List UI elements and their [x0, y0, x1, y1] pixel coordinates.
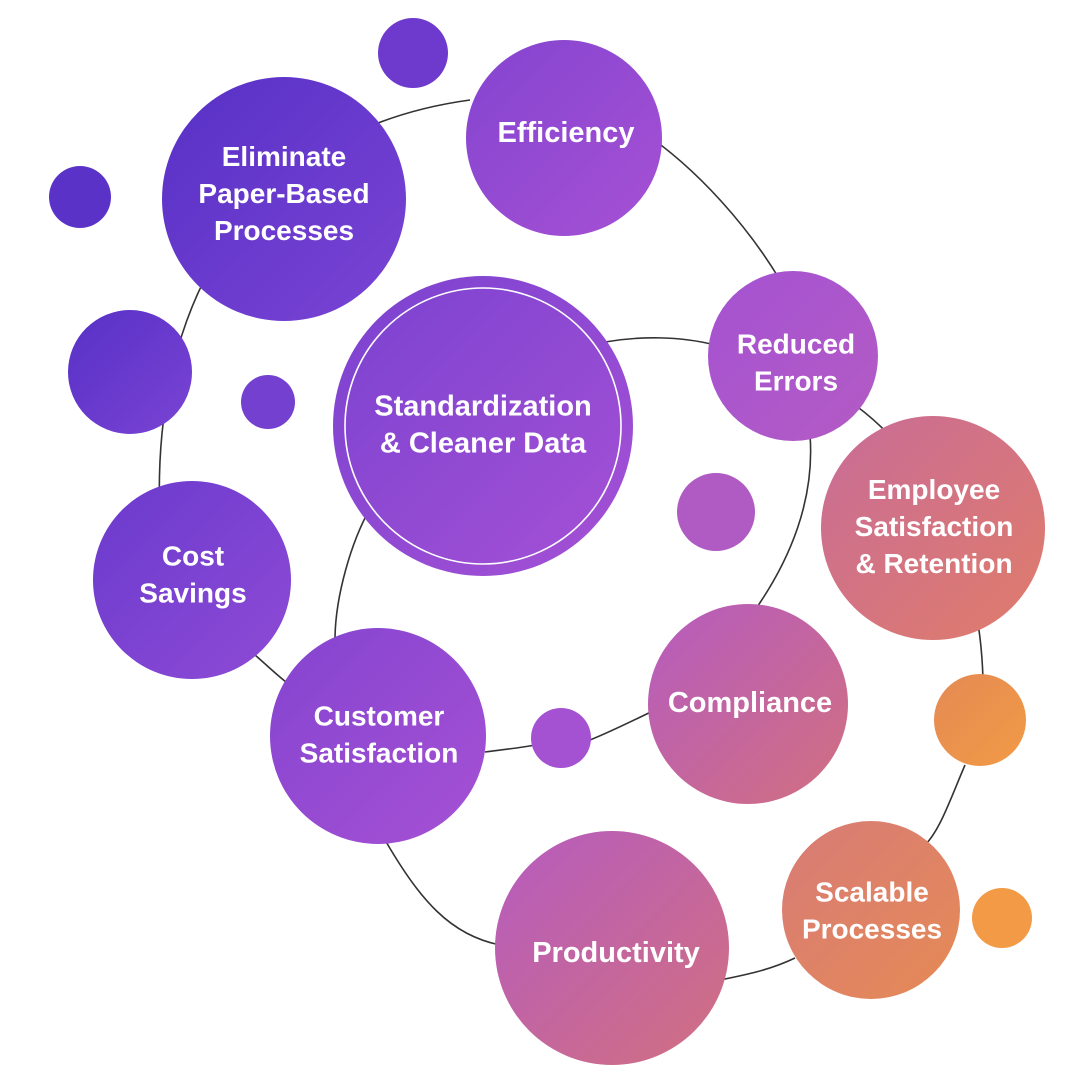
decorative-dot — [49, 166, 111, 228]
node-circle — [93, 481, 291, 679]
connector-line — [589, 709, 656, 741]
label-line: Scalable — [815, 877, 929, 908]
node-label-compliance: Compliance — [668, 687, 832, 719]
label-line: Eliminate — [222, 141, 346, 172]
connector-line — [384, 839, 501, 946]
label-line: Compliance — [668, 687, 832, 719]
node-circle — [648, 604, 848, 804]
decorative-dots — [49, 18, 1032, 948]
connector-line — [719, 957, 796, 981]
node-circle — [162, 77, 406, 321]
label-line: Paper-Based — [198, 178, 369, 209]
decorative-dot — [378, 18, 448, 88]
node-circle — [270, 628, 486, 844]
decorative-dot — [68, 310, 192, 434]
node-circle — [821, 416, 1045, 640]
node-label-productivity: Productivity — [532, 937, 700, 969]
label-line: Standardization — [374, 391, 592, 423]
label-line: & Retention — [855, 548, 1012, 579]
node-compliance: Compliance — [648, 604, 848, 804]
decorative-dot — [972, 888, 1032, 948]
label-line: Processes — [214, 215, 354, 246]
connector-line — [254, 654, 291, 686]
label-line: Productivity — [532, 937, 700, 969]
label-line: Customer — [314, 701, 445, 732]
center-node-circle — [333, 276, 633, 576]
label-line: Employee — [868, 474, 1000, 505]
connector-line — [484, 744, 536, 753]
connector-line — [639, 129, 781, 281]
label-line: & Cleaner Data — [380, 428, 587, 460]
node-efficiency: Efficiency — [466, 40, 662, 236]
node-circle — [708, 271, 878, 441]
center-node-ring — [344, 287, 622, 565]
node-circle — [495, 831, 729, 1065]
center-node-label: Standardization & Cleaner Data — [374, 391, 592, 460]
label-line: Satisfaction — [855, 511, 1014, 542]
center-node: Standardization & Cleaner Data — [333, 276, 633, 576]
node-productivity: Productivity — [495, 831, 729, 1065]
node-circle — [782, 821, 960, 999]
connector-line — [924, 764, 966, 846]
decorative-dot — [677, 473, 755, 551]
connector-line — [604, 337, 716, 346]
label-line: Reduced — [737, 329, 855, 360]
decorative-dot — [934, 674, 1026, 766]
label-line: Efficiency — [498, 117, 635, 149]
connector-line — [754, 434, 812, 611]
node-label-efficiency: Efficiency — [498, 117, 635, 149]
label-line: Processes — [802, 914, 942, 945]
label-line: Savings — [139, 578, 246, 609]
label-line: Cost — [162, 541, 224, 572]
label-line: Errors — [754, 366, 838, 397]
label-line: Satisfaction — [300, 738, 459, 769]
decorative-dot — [241, 375, 295, 429]
decorative-dot — [531, 708, 591, 768]
node-circle — [466, 40, 662, 236]
